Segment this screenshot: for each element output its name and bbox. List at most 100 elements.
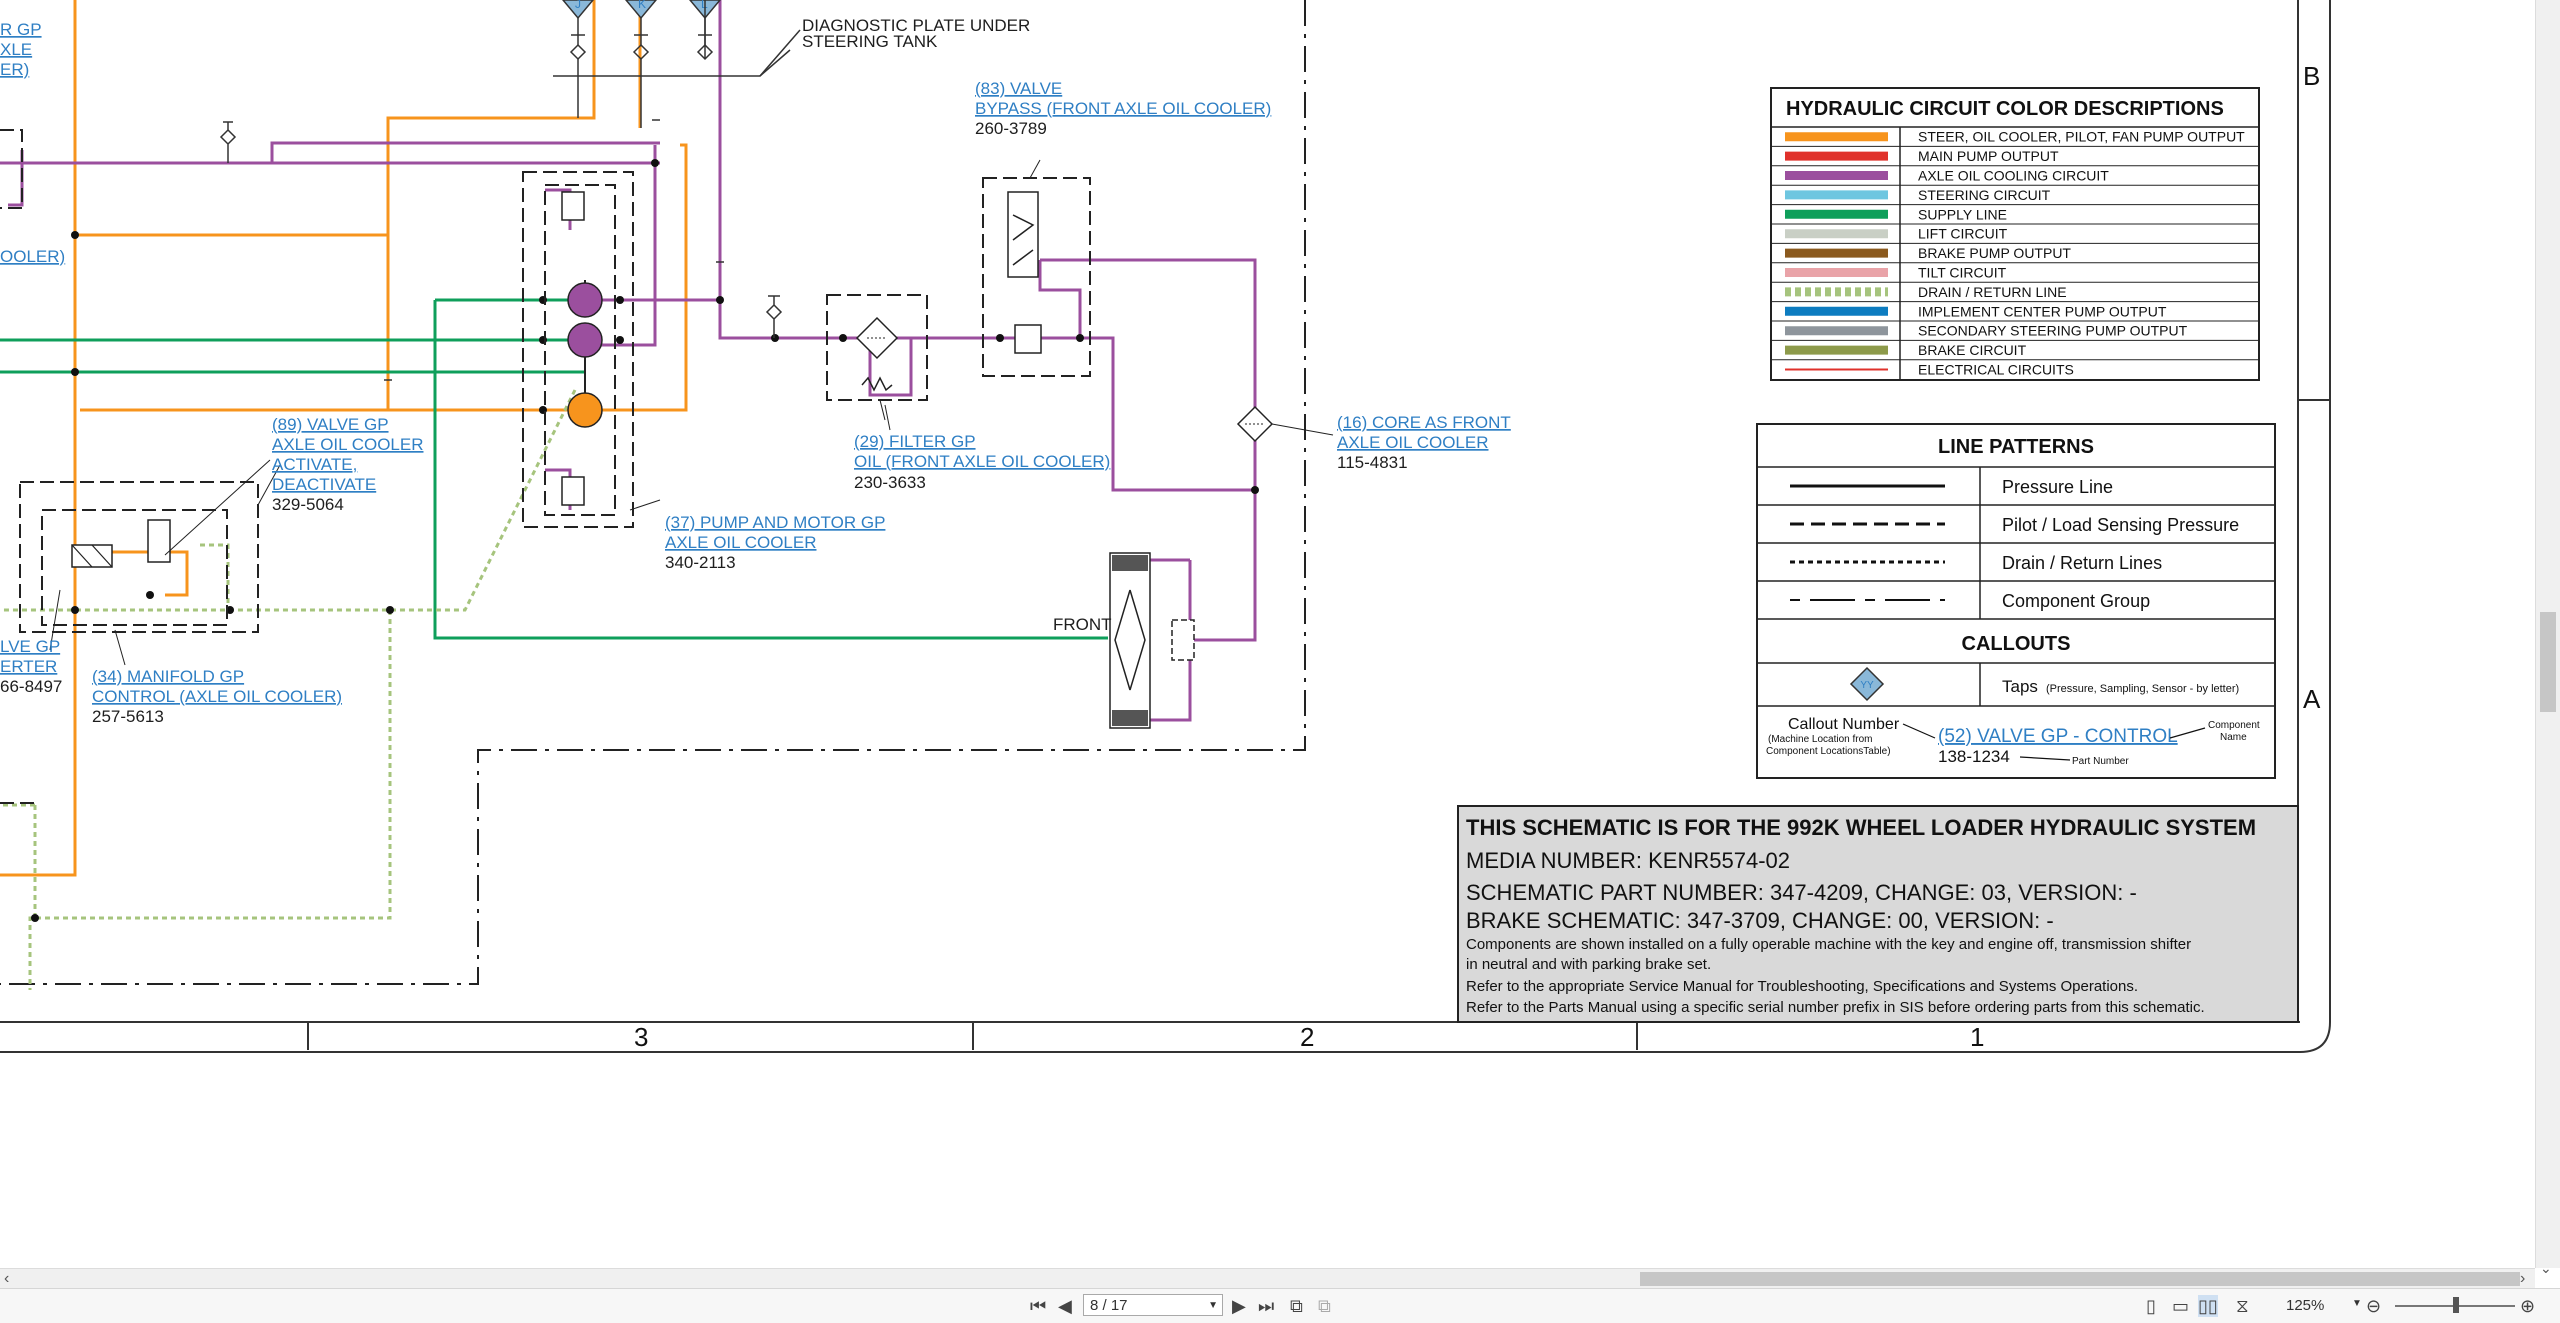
svg-text:115-4831: 115-4831 — [1337, 453, 1408, 472]
svg-text:66-8497: 66-8497 — [0, 677, 62, 696]
continuous-view-icon[interactable]: ▭ — [2172, 1296, 2190, 1316]
split-view-icon[interactable]: ⧖ — [2236, 1296, 2249, 1316]
manifold-group — [19, 464, 281, 666]
svg-text:K: K — [638, 0, 646, 11]
horizontal-scrollbar[interactable]: ‹ › — [0, 1268, 2535, 1289]
svg-text:ER): ER) — [0, 60, 29, 79]
svg-text:R GP: R GP — [0, 20, 42, 39]
legend-row: TILT CIRCUIT — [1771, 262, 2259, 281]
scroll-down-arrow-icon[interactable]: ⌄ — [2540, 1260, 2552, 1276]
scroll-right-arrow-icon[interactable]: › — [2520, 1270, 2526, 1287]
color-legend: HYDRAULIC CIRCUIT COLOR DESCRIPTIONS STE… — [1770, 87, 2260, 381]
col-2-label: 2 — [1300, 1022, 1314, 1052]
zoom-out-icon[interactable]: ⊖ — [2366, 1296, 2382, 1316]
pattern-pilot-line: Pilot / Load Sensing Pressure — [2002, 515, 2239, 535]
next-page-icon[interactable]: ▶ — [1232, 1296, 1246, 1316]
svg-text:CONTROL (AXLE OIL COOLER): CONTROL (AXLE OIL COOLER) — [92, 687, 342, 706]
svg-text:Part Number: Part Number — [2072, 756, 2129, 767]
hydraulic-schematic: J K L — [0, 0, 2331, 1053]
legend-row: ELECTRICAL CIRCUITS — [1771, 359, 2259, 378]
previous-page-icon[interactable]: ◀ — [1058, 1296, 1072, 1316]
svg-text:Refer to the appropriate Servi: Refer to the appropriate Service Manual … — [1466, 978, 2138, 995]
legend-label: BRAKE PUMP OUTPUT — [1918, 245, 2071, 261]
first-page-icon[interactable]: ⏮ — [1030, 1296, 1047, 1316]
callout-leaders — [164, 404, 891, 556]
fit-page-icon[interactable]: ⧉ — [1318, 1296, 1331, 1316]
legend-label: TILT CIRCUIT — [1918, 265, 2007, 281]
legend-row: DRAIN / RETURN LINE — [1771, 281, 2259, 300]
document-viewport[interactable]: J K L — [0, 0, 2535, 1268]
title-block: THIS SCHEMATIC IS FOR THE 992K WHEEL LOA… — [1457, 805, 2299, 1023]
svg-text:257-5613: 257-5613 — [92, 707, 164, 726]
legend-label: LIFT CIRCUIT — [1918, 226, 2008, 242]
pattern-pressure-line: Pressure Line — [2002, 477, 2113, 497]
svg-text:ERTER: ERTER — [0, 657, 57, 676]
svg-text:YY: YY — [1860, 680, 1874, 691]
svg-text:MEDIA NUMBER: KENR5574-02: MEDIA NUMBER: KENR5574-02 — [1466, 848, 1790, 873]
single-page-view-icon[interactable]: ▯ — [2146, 1296, 2156, 1316]
tap-symbol-icon — [1849, 666, 1885, 702]
page-indicator: 8 / 17 — [1090, 1297, 1128, 1314]
svg-text:AXLE OIL COOLER: AXLE OIL COOLER — [1337, 433, 1488, 452]
callout-example: (52) VALVE GP - CONTROL — [1938, 726, 2178, 747]
svg-text:BYPASS (FRONT AXLE OIL COOLER: BYPASS (FRONT AXLE OIL COOLER) — [975, 99, 1271, 118]
legend-label: MAIN PUMP OUTPUT — [1918, 148, 2059, 164]
zoom-in-icon[interactable]: ⊕ — [2520, 1296, 2536, 1316]
valve89-callout: (89) VALVE GP — [272, 415, 389, 434]
front-label: FRONT — [1053, 615, 1112, 634]
vertical-scrollbar[interactable] — [2535, 0, 2560, 1268]
legend-row: LIFT CIRCUIT — [1771, 223, 2259, 242]
viewer-toolbar: ⏮ ◀ 8 / 17 ▼ ▶ ⏭ ⧉ ⧉ ▯ ▭ ▯▯ ⧖ 125% ▼ ⊖ ⊕ — [0, 1288, 2560, 1323]
taps-label: Taps — [2002, 677, 2038, 696]
title-block-heading: THIS SCHEMATIC IS FOR THE 992K WHEEL LOA… — [1466, 815, 2256, 840]
col-1-label: 1 — [1970, 1022, 1984, 1052]
orange-lines — [0, 0, 688, 877]
two-page-view-icon[interactable]: ▯▯ — [2198, 1295, 2218, 1317]
callout-number-label: Callout Number — [1788, 716, 1900, 733]
legend-label: STEER, OIL COOLER, PILOT, FAN PUMP OUTPU… — [1918, 129, 2245, 145]
diagnostic-taps: J K L — [553, 0, 801, 128]
zoom-dropdown-icon[interactable]: ▼ — [2352, 1298, 2362, 1309]
last-page-icon[interactable]: ⏭ — [1258, 1296, 1275, 1316]
svg-text:LVE GP: LVE GP — [0, 637, 60, 656]
pump37-callout: (37) PUMP AND MOTOR GP — [665, 513, 885, 532]
group-boundaries — [0, 0, 1306, 985]
zone-b-label: B — [2303, 61, 2320, 91]
legend-row: AXLE OIL COOLING CIRCUIT — [1771, 165, 2259, 184]
svg-text:J: J — [575, 0, 581, 11]
svg-text:Name: Name — [2220, 732, 2247, 743]
pump-motor-group — [522, 171, 634, 528]
pattern-drain-line: Drain / Return Lines — [2002, 553, 2162, 573]
svg-text:OIL (FRONT AXLE OIL COOLER): OIL (FRONT AXLE OIL COOLER) — [854, 452, 1110, 471]
zoom-level[interactable]: 125% — [2286, 1297, 2325, 1314]
svg-text:STEERING TANK: STEERING TANK — [802, 32, 938, 51]
page-thumbnails-icon[interactable]: ⧉ — [1290, 1296, 1303, 1316]
scroll-left-arrow-icon[interactable]: ‹ — [4, 1270, 10, 1287]
vertical-scroll-thumb[interactable] — [2540, 612, 2556, 712]
filter29-callout: (29) FILTER GP — [854, 432, 976, 451]
legend-label: SUPPLY LINE — [1918, 206, 2007, 222]
svg-text:340-2113: 340-2113 — [665, 553, 736, 572]
svg-text:260-3789: 260-3789 — [975, 119, 1047, 138]
svg-text:AXLE OIL COOLER: AXLE OIL COOLER — [272, 435, 423, 454]
page-dropdown-icon[interactable]: ▼ — [1208, 1300, 1218, 1311]
sample-port-left — [219, 119, 783, 381]
svg-text:OOLER): OOLER) — [0, 247, 65, 266]
zoom-slider-handle[interactable] — [2453, 1297, 2459, 1313]
callouts-title: CALLOUTS — [1962, 633, 2071, 655]
legend-row: SUPPLY LINE — [1771, 204, 2259, 222]
legend-label: BRAKE CIRCUIT — [1918, 342, 2027, 358]
bypass-valve — [982, 159, 1091, 377]
purple-lines — [0, 0, 1257, 722]
manifold34-callout: (34) MANIFOLD GP — [92, 667, 244, 686]
legend-label: AXLE OIL COOLING CIRCUIT — [1918, 168, 2109, 184]
page-number-input[interactable]: 8 / 17 ▼ — [1083, 1294, 1223, 1316]
line-patterns-legend: LINE PATTERNS Pressure Line Pilot / Load… — [1756, 423, 2276, 779]
legend-row: MAIN PUMP OUTPUT — [1771, 145, 2259, 164]
part-number-example: 138-1234 — [1938, 747, 2010, 766]
legend-row: BRAKE CIRCUIT — [1771, 339, 2259, 358]
svg-text:ACTIVATE,: ACTIVATE, — [272, 455, 357, 474]
horizontal-scroll-thumb[interactable] — [1640, 1272, 2520, 1286]
line-patterns-title: LINE PATTERNS — [1938, 436, 2094, 458]
grid-zones: B A 3 2 1 — [634, 61, 2321, 1052]
